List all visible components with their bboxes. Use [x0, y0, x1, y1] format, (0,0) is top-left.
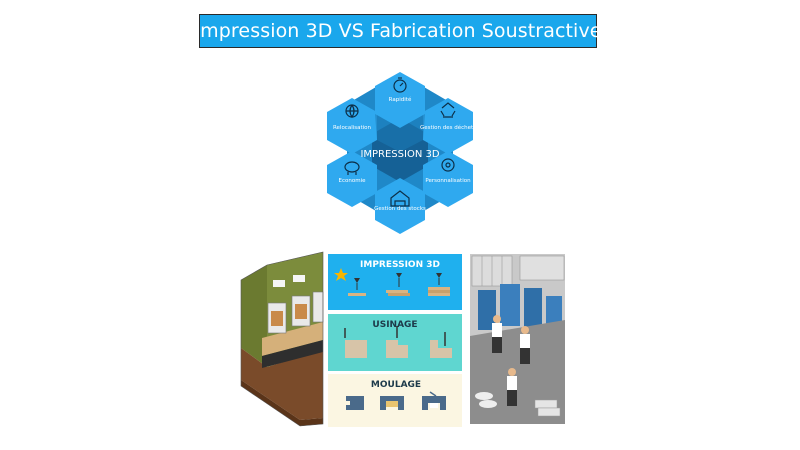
hex-top-left	[327, 98, 377, 154]
recycle-icon	[440, 102, 456, 118]
hex-label-bottom-right: Personnalisation	[425, 178, 471, 184]
additive-steps	[348, 273, 450, 296]
panel-machining-title: USINAGE	[372, 320, 417, 330]
hex-top-right	[423, 98, 473, 154]
hex-label-top: Rapidité	[389, 96, 412, 103]
process-panels: IMPRESSION 3D USINAGE MOULAGE	[328, 254, 462, 427]
molding-steps	[346, 391, 446, 410]
page-title: Impression 3D VS Fabrication Soustractiv…	[194, 20, 602, 42]
hex-label-bottom: Gestion des stocks	[374, 206, 426, 212]
factory-illustration	[470, 254, 565, 424]
hex-label-bottom-left: Economie	[339, 178, 367, 184]
warehouse-icon	[390, 190, 410, 207]
machining-steps	[344, 326, 452, 358]
globe-icon	[345, 104, 359, 119]
title-banner: Impression 3D VS Fabrication Soustractiv…	[194, 14, 601, 48]
hex-bottom-right	[423, 151, 473, 207]
hex-label-top-left: Relocalisation	[333, 125, 372, 131]
stopwatch-icon	[393, 77, 407, 93]
star-icon	[334, 268, 348, 281]
hexagon-diagram: Rapidité Gestion des déchets Personnalis…	[327, 72, 476, 234]
panel-additive	[328, 254, 462, 310]
hex-top	[375, 72, 425, 128]
hex-bottom-left	[327, 151, 377, 207]
hex-overlap	[375, 114, 425, 152]
hex-label-top-right: Gestion des déchets	[420, 124, 476, 131]
piggy-bank-icon	[344, 161, 360, 175]
panel-additive-title: IMPRESSION 3D	[360, 260, 440, 270]
printer-room-illustration	[240, 251, 324, 427]
hex-label-center: IMPRESSION 3D	[360, 149, 439, 160]
gear-person-icon	[441, 158, 455, 172]
panel-molding-title: MOULAGE	[371, 380, 421, 390]
